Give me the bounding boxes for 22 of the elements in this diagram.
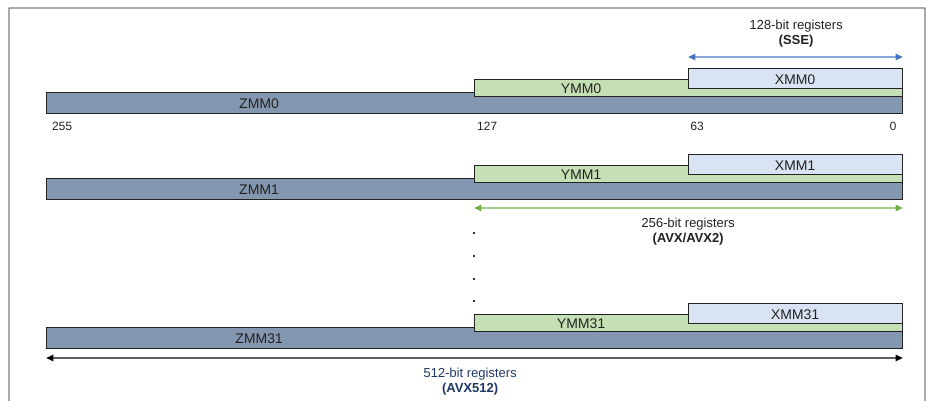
bit-index: 0 <box>890 120 896 134</box>
dimension-label: (AVX512) <box>442 381 498 396</box>
register-name: YMM1 <box>560 167 602 181</box>
bit-index: 127 <box>476 120 498 134</box>
dimension-label: 256-bit registers <box>641 216 735 230</box>
register-name: ZMM1 <box>239 182 279 196</box>
register-name: YMM31 <box>556 316 606 330</box>
dimension-label: 128-bit registers <box>749 18 843 32</box>
dimension-label: (SSE) <box>778 33 814 48</box>
register-name: ZMM31 <box>235 331 283 345</box>
register-name: XMM31 <box>770 306 820 320</box>
bit-index: 255 <box>52 120 72 134</box>
register-name: YMM0 <box>560 81 602 95</box>
register-name: ZMM0 <box>239 96 279 110</box>
xmm-register-bar <box>688 68 903 89</box>
xmm-register-bar <box>688 154 903 175</box>
dimension-label: (AVX/AVX2) <box>652 231 724 246</box>
register-name: XMM1 <box>774 158 816 172</box>
dimension-label: 512-bit registers <box>423 366 517 380</box>
xmm-register-bar <box>688 303 903 324</box>
bit-index: 63 <box>690 120 704 134</box>
register-name: XMM0 <box>774 72 816 86</box>
